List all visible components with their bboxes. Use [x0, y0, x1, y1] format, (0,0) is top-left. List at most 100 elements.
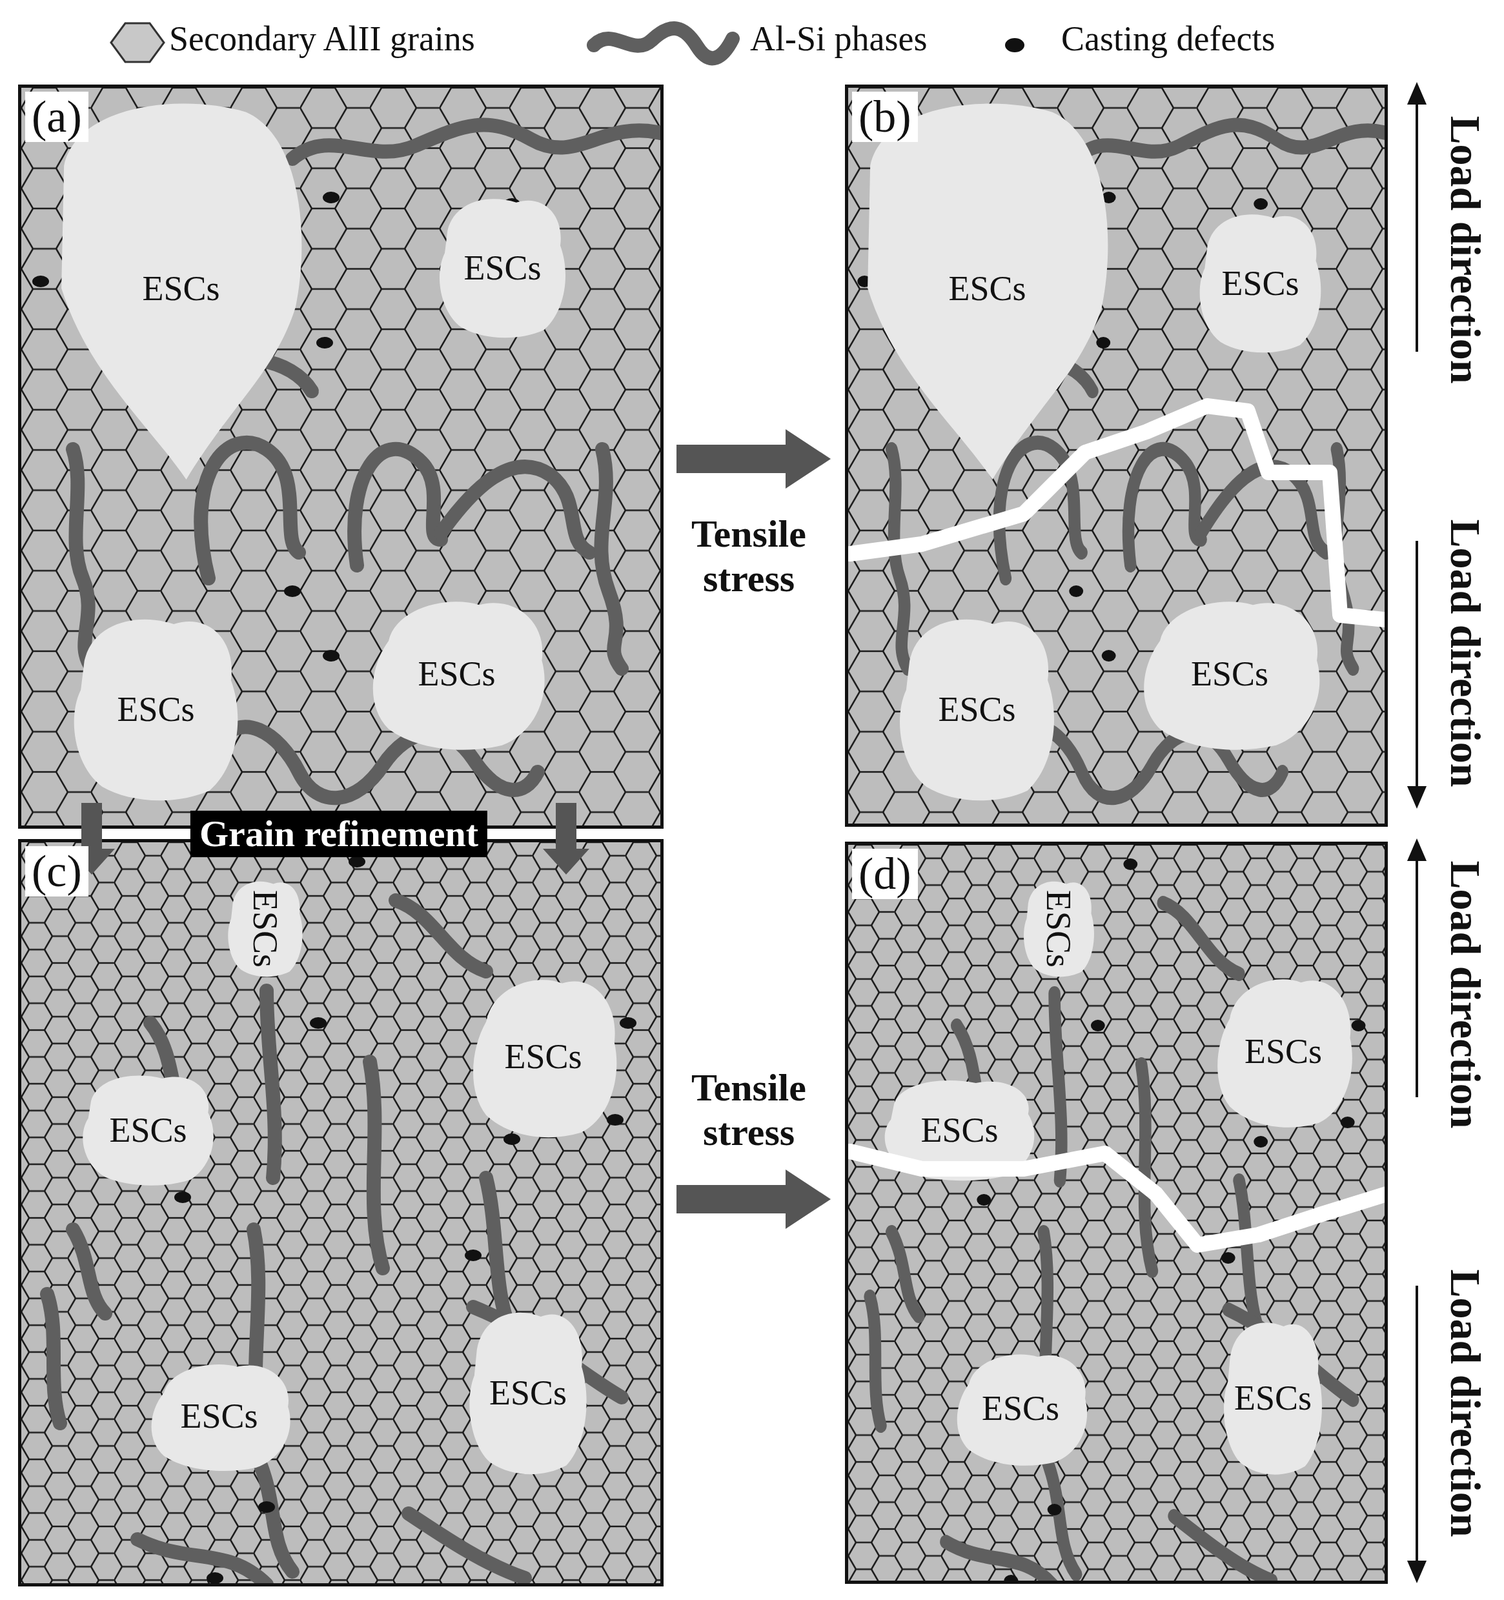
casting-defect — [309, 1017, 327, 1029]
casting-defect — [32, 275, 50, 288]
esc-label: ESCs — [109, 1110, 187, 1151]
casting-defect — [1068, 585, 1084, 598]
esc-label: ESCs — [504, 1036, 582, 1077]
esc-region: ESCs — [362, 591, 552, 756]
panel-box: (c)ESCsESCsESCsESCsESCs — [18, 839, 664, 1587]
esc-outline — [473, 979, 617, 1138]
al-si-phase — [1163, 903, 1240, 975]
al-si-phase — [891, 1232, 919, 1317]
casting-defect — [619, 1017, 637, 1029]
esc-outline — [151, 1364, 291, 1472]
esc-outline — [61, 103, 302, 480]
edge-label: Tensile stress — [651, 511, 846, 601]
crack — [850, 1151, 1385, 1246]
esc-outline — [373, 601, 545, 750]
al-si-phase — [408, 1513, 525, 1579]
microstructure — [21, 842, 661, 1584]
esc-region: ESCs — [433, 193, 572, 343]
al-si-phase — [1128, 449, 1202, 566]
esc-label: ESCs — [489, 1372, 567, 1413]
esc-label: ESCs — [180, 1396, 258, 1437]
block-arrow — [676, 1169, 831, 1230]
edge-label: Grain refinement — [190, 810, 488, 858]
al-si-phase — [292, 125, 661, 159]
load-arrow — [1415, 96, 1419, 352]
load-arrow-head — [1409, 787, 1425, 806]
load-arrow-head — [1409, 841, 1425, 860]
esc-region: ESCs — [892, 612, 1062, 807]
hexagon-sample — [111, 23, 164, 62]
block-arrow — [676, 429, 831, 489]
panel-box: (a)ESCsESCsESCsESCs — [18, 84, 664, 829]
al-si-phase — [354, 449, 441, 566]
esc-outline — [439, 198, 566, 338]
esc-region: ESCs — [1219, 1316, 1327, 1480]
crack — [850, 406, 1385, 621]
casting-defect — [1351, 1019, 1366, 1032]
crack-layer — [848, 844, 1385, 1581]
casting-defect — [1253, 198, 1268, 210]
casting-defect — [503, 1133, 521, 1146]
esc-label: ESCs — [142, 268, 220, 309]
legend-text: Al-Si phases — [750, 18, 927, 61]
casting-defect — [284, 585, 301, 598]
panel-box: (b)ESCsESCsESCsESCs — [844, 84, 1388, 827]
al-si-phase — [72, 449, 93, 669]
esc-label: ESCs — [948, 268, 1026, 309]
load-direction-label: Load direction — [1443, 1269, 1487, 1538]
panel-box: (d)ESCsESCsESCsESCsESCs — [844, 841, 1388, 1585]
esc-region: ESCs — [142, 1357, 296, 1475]
casting-defect — [1047, 1504, 1062, 1516]
esc-region: ESCs — [1132, 591, 1327, 756]
casting-defect — [1253, 1136, 1268, 1148]
al-si-phase — [600, 449, 622, 669]
esc-label: ESCs — [245, 890, 286, 968]
load-direction-label: Load direction — [1443, 519, 1487, 788]
esc-label: ESCs — [920, 1110, 998, 1151]
casting-defect — [606, 1114, 624, 1126]
load-direction-label: Load direction — [1443, 861, 1487, 1129]
esc-label: ESCs — [463, 247, 541, 288]
al-si-sample — [593, 28, 733, 59]
al-si-phase — [440, 466, 590, 553]
esc-label: ESCs — [1039, 890, 1080, 968]
casting-defect — [206, 1572, 224, 1584]
al-si-phase — [47, 1294, 61, 1424]
esc-region: ESCs — [224, 877, 306, 980]
esc-label: ESCs — [116, 689, 195, 730]
esc-label: ESCs — [1234, 1378, 1312, 1419]
esc-label: ESCs — [937, 689, 1016, 730]
load-arrow — [1415, 1285, 1419, 1569]
casting-defect — [976, 1194, 991, 1206]
secondary-grains — [21, 842, 661, 1584]
esc-region: ESCs — [1209, 969, 1358, 1133]
defect-sample — [1005, 38, 1025, 53]
esc-outline — [227, 881, 303, 978]
esc-outline — [899, 619, 1055, 801]
esc-region: ESCs — [948, 1347, 1093, 1470]
esc-outline — [74, 619, 239, 801]
casting-defect — [1123, 858, 1138, 871]
esc-label: ESCs — [417, 653, 496, 694]
esc-label: ESCs — [981, 1388, 1060, 1429]
casting-defect — [1096, 336, 1111, 349]
al-si-phase — [870, 1296, 882, 1426]
panel-label: (d) — [852, 848, 918, 900]
esc-region: ESCs — [50, 96, 312, 480]
panel-label: (b) — [852, 91, 918, 143]
load-arrow-head — [1409, 85, 1425, 104]
load-arrow — [1415, 540, 1419, 794]
casting-defect — [1340, 1116, 1355, 1129]
al-si-phase — [137, 1539, 267, 1584]
al-si-phase — [1043, 1451, 1077, 1575]
casting-defect — [1090, 1019, 1106, 1032]
al-si-phase — [1076, 125, 1385, 159]
esc-outline — [1223, 1322, 1322, 1475]
esc-outline — [867, 103, 1108, 480]
esc-region: ESCs — [464, 1306, 592, 1480]
al-si-phase — [266, 990, 275, 1179]
casting-defect — [316, 336, 334, 349]
al-si-phase — [200, 442, 299, 579]
legend-text: Casting defects — [1061, 18, 1275, 61]
casting-defect — [1003, 1575, 1018, 1581]
